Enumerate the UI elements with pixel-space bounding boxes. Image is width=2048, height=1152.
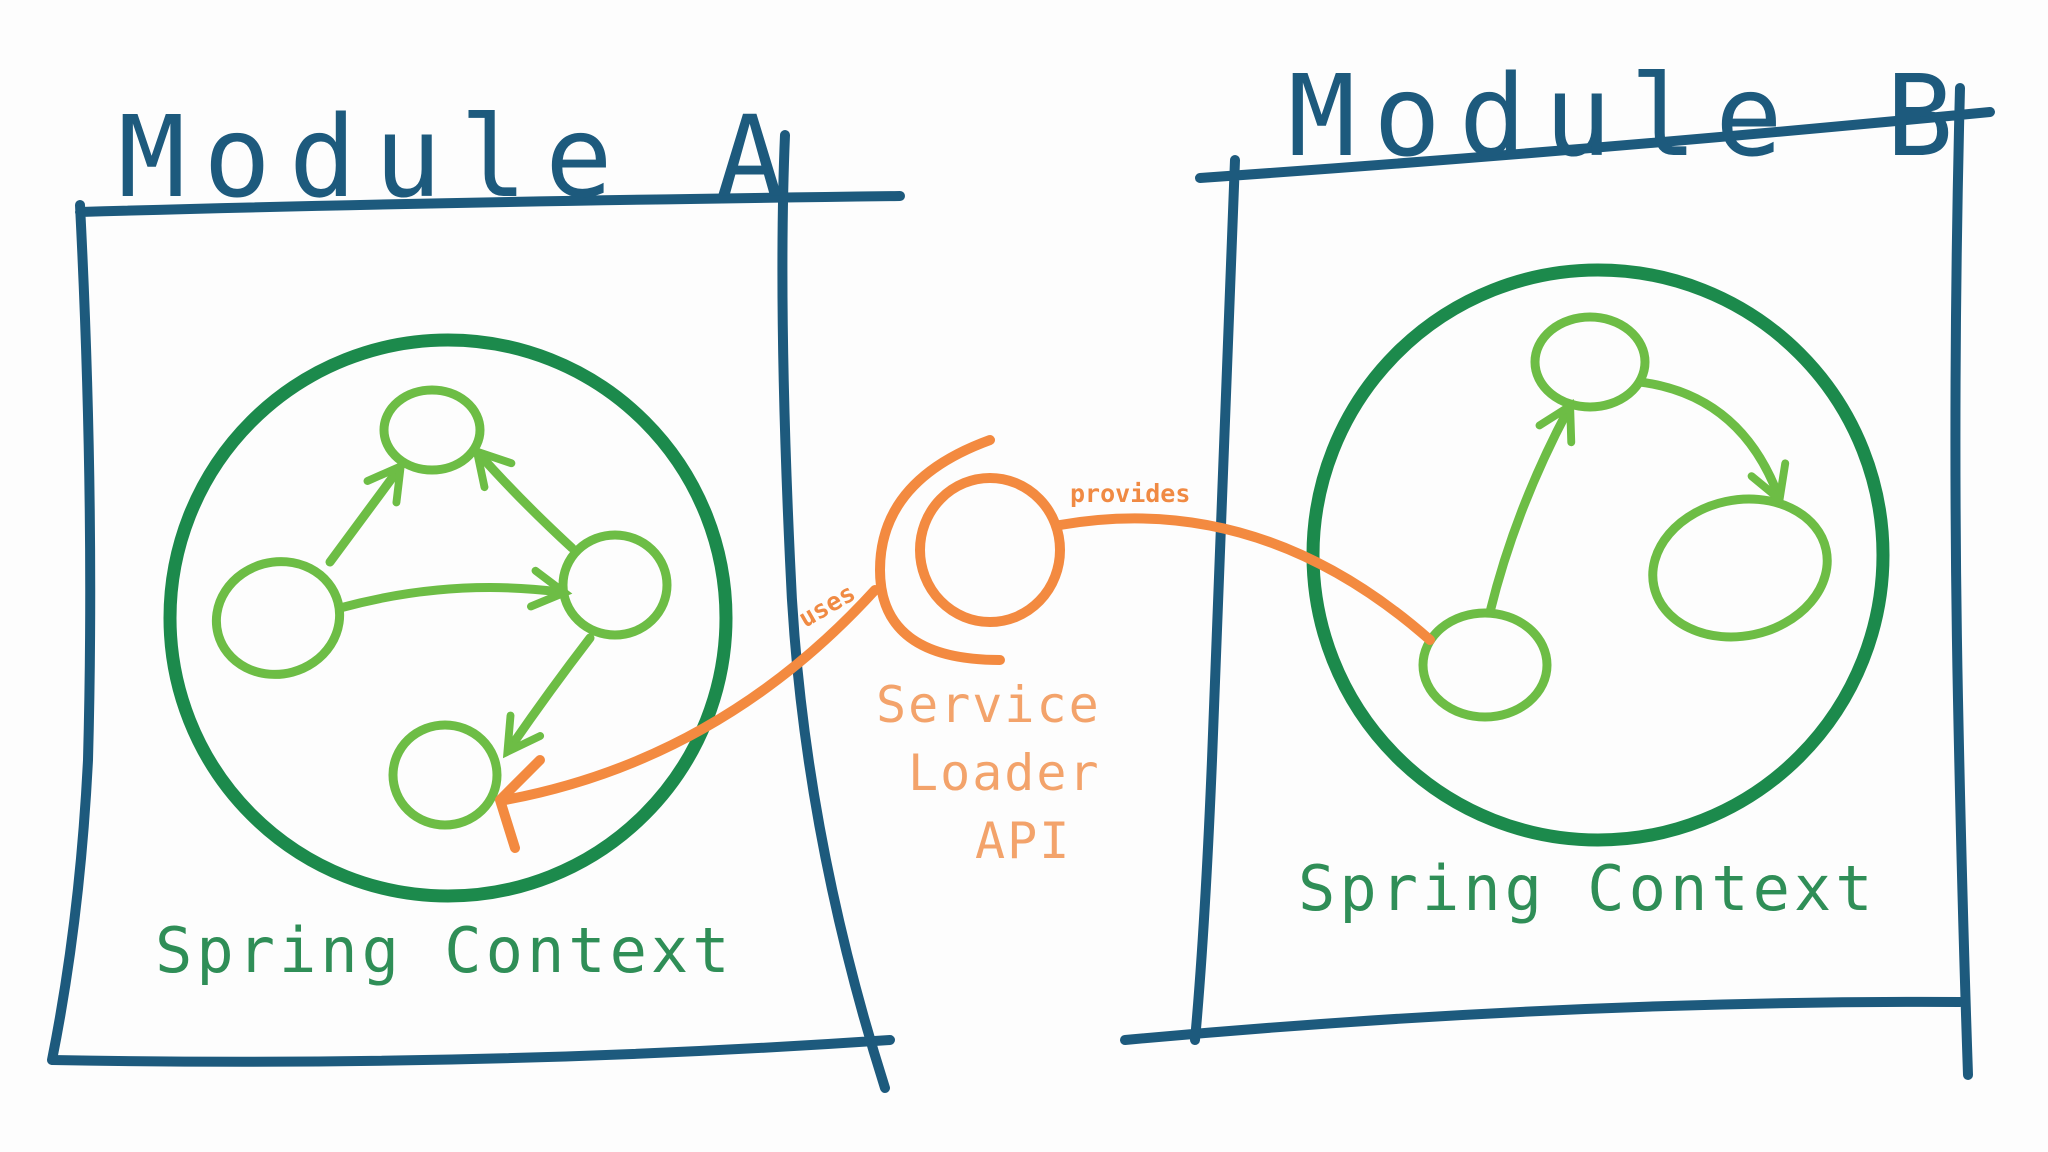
module-a-dependency-1 — [325, 459, 406, 567]
module-b-context-label: Spring Context — [1298, 852, 1877, 925]
module-a-bean-1 — [211, 557, 345, 679]
module-b-bean-2 — [1648, 494, 1832, 642]
module-b-box — [1120, 83, 1995, 1080]
module-a-context-label: Spring Context — [155, 914, 734, 987]
service-loader-port — [915, 473, 1065, 627]
provides-connector — [1055, 513, 1435, 645]
module-a-title: Module A — [118, 93, 801, 223]
service-loader-line2: Loader — [908, 744, 1101, 802]
module-a-bean-4 — [388, 720, 502, 830]
service-loader-socket — [875, 435, 1005, 665]
module-b: Module B Spring Context — [1120, 52, 1995, 1080]
uses-connector — [500, 585, 880, 805]
module-a-dependency-3 — [335, 566, 573, 613]
uses-label: uses — [794, 578, 861, 633]
module-b-context-circle — [1306, 263, 1890, 847]
module-b-bean-1 — [1530, 312, 1650, 412]
module-a-bean-2 — [379, 385, 485, 475]
module-b-title: Module B — [1288, 52, 1971, 182]
service-loader: provides uses Service Loader API — [495, 435, 1435, 870]
module-a-bean-3 — [558, 530, 672, 640]
module-b-dependency-1 — [1485, 399, 1576, 617]
provides-label: provides — [1070, 479, 1190, 508]
module-a-dependency-2 — [471, 445, 577, 553]
module-a-context-circle — [163, 333, 733, 903]
module-a-dependency-4 — [502, 633, 595, 759]
module-a-box — [47, 130, 905, 1093]
module-a: Module A Spring Context — [47, 93, 905, 1093]
uses-arrowhead — [495, 755, 545, 853]
module-b-bean-3 — [1418, 608, 1552, 722]
module-b-dependency-2 — [1635, 377, 1790, 507]
service-loader-line1: Service — [876, 676, 1101, 734]
service-loader-line3: API — [975, 812, 1071, 870]
